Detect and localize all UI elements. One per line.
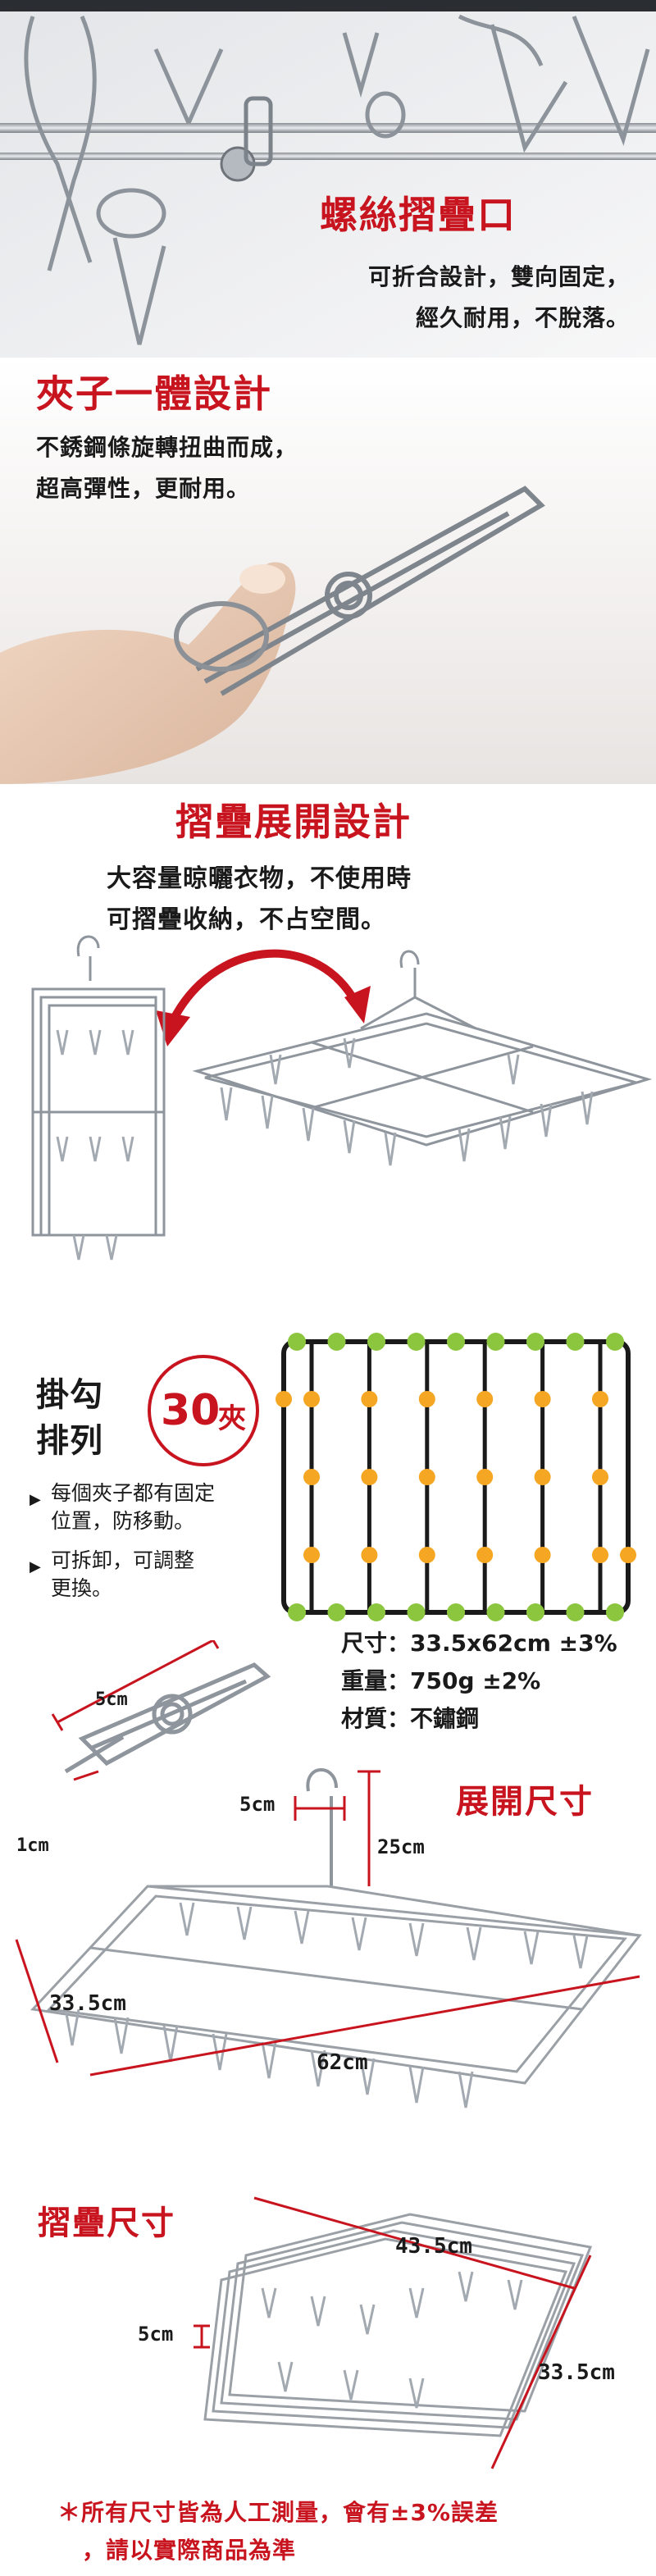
rack-frame <box>281 1339 631 1615</box>
hook-width-label: 5cm <box>239 1793 276 1816</box>
clip-count-number: 30 <box>161 1386 221 1435</box>
edge-clip-dot <box>606 1333 624 1351</box>
edge-clip-dot <box>447 1333 465 1351</box>
fold-desc-line1: 大容量晾曬衣物，不使用時 <box>107 864 412 893</box>
edge-clip-dot <box>526 1603 544 1621</box>
single-clip-diagram <box>51 1640 271 1781</box>
rail-clip-dot <box>592 1391 608 1407</box>
expanded-rack-diagram <box>15 1768 642 2109</box>
layout-section: 掛勾 排列 30 夾 ▶ 每個夾子都有固定 位置，防移動。 ▶ 可拆卸，可調整 … <box>0 1309 656 1752</box>
bullet1-line2: 位置，防移動。 <box>51 1509 195 1533</box>
edge-clip-dot <box>407 1603 426 1621</box>
clip-width-label: 1cm <box>16 1835 49 1856</box>
edge-clip-dot <box>367 1333 385 1351</box>
edge-clip-dot <box>486 1603 505 1621</box>
rail-clip-dot <box>303 1469 320 1485</box>
hook-label-line1: 掛勾 <box>36 1376 103 1414</box>
hook-layout-diagram <box>276 1333 636 1621</box>
rail-clip-dot <box>476 1391 494 1407</box>
bullet2-line1: 可拆卸，可調整 <box>51 1548 195 1572</box>
edge-clip-dot <box>566 1603 585 1621</box>
folded-title: 摺疊尺寸 <box>38 2204 175 2242</box>
rail-clip-dot <box>303 1391 320 1407</box>
expanded-title: 展開尺寸 <box>456 1783 594 1821</box>
spec-size: 尺寸：33.5x62cm ±3% <box>341 1630 617 1657</box>
edge-clip-dot <box>486 1333 505 1351</box>
folded-section: 摺疊尺寸 43.5cm 5cm 33.5cm <box>0 2165 656 2477</box>
edge-clip-dot <box>566 1333 585 1351</box>
edge-clip-dot <box>367 1603 385 1621</box>
edge-clip-dot <box>407 1333 426 1351</box>
folded-thickness-label: 5cm <box>138 2323 174 2346</box>
rail-clip-dot <box>476 1469 494 1485</box>
edge-clip-dot <box>288 1333 306 1351</box>
clip-count-unit: 夾 <box>218 1402 246 1435</box>
edge-clip-dot <box>327 1603 346 1621</box>
expanded-length-label: 62cm <box>317 2050 368 2075</box>
screw-section: 螺絲摺疊口 可折合設計，雙向固定， 經久耐用，不脫落。 <box>0 0 656 358</box>
clip-title: 夾子一體設計 <box>36 372 272 416</box>
rail-clip-dot <box>534 1547 551 1563</box>
spec-weight: 重量：750g ±2% <box>341 1667 541 1694</box>
rail-clip-dot <box>476 1547 494 1563</box>
folded-rack-diagram <box>194 2196 593 2469</box>
rail-clip-dot <box>418 1469 435 1485</box>
edge-clip-dot <box>526 1333 544 1351</box>
hook-label-line2: 排列 <box>36 1422 103 1460</box>
footer-line2: ，請以實際商品為準 <box>82 2537 297 2564</box>
screw-joint-photo <box>0 0 656 358</box>
fold-desc-line2: 可摺疊收納，不占空間。 <box>107 905 386 934</box>
bullet2-line2: 更換。 <box>51 1576 113 1600</box>
footer-line1: ＊所有尺寸皆為人工測量，會有±3%誤差 <box>57 2499 499 2526</box>
screw-desc-line2: 經久耐用，不脫落。 <box>415 304 630 331</box>
folded-side-label: 33.5cm <box>538 2360 615 2385</box>
screw-desc-line1: 可折合設計，雙向固定， <box>367 263 630 290</box>
clip-count-badge: 30 夾 <box>148 1355 259 1466</box>
folded-length-label: 43.5cm <box>395 2234 472 2259</box>
rail-clip-dot <box>418 1391 435 1407</box>
spec-material: 材質：不鏽鋼 <box>341 1705 480 1732</box>
rail-clip-dot <box>620 1547 636 1563</box>
bullet1-line1: 每個夾子都有固定 <box>51 1481 216 1505</box>
fold-title: 摺疊展開設計 <box>175 800 412 844</box>
fold-section: 摺疊展開設計 大容量晾曬衣物，不使用時 可摺疊收納，不占空間。 <box>0 784 656 1309</box>
clip-in-hand-photo <box>0 358 656 784</box>
rail-clip-dot <box>361 1547 378 1563</box>
rail-clip-dot <box>276 1391 292 1407</box>
edge-clip-dot <box>288 1603 306 1621</box>
edge-clip-dot <box>327 1333 346 1351</box>
rail-clip-dot <box>418 1547 435 1563</box>
edge-clip-dot <box>606 1603 624 1621</box>
rail-clip-dot <box>592 1547 608 1563</box>
rail-clip-dot <box>534 1469 551 1485</box>
footer-note: ＊所有尺寸皆為人工測量，會有±3%誤差 ，請以實際商品為準 <box>0 2477 656 2576</box>
bullet-marker: ▶ <box>30 1491 41 1508</box>
screw-title: 螺絲摺疊口 <box>320 193 517 237</box>
expanded-section: 5cm 1cm 5cm 25cm 展開尺寸 <box>0 1640 656 2165</box>
clip-length-label: 5cm <box>95 1689 128 1710</box>
clip-desc-line2: 超高彈性，更耐用。 <box>36 475 251 502</box>
rail-clip-dot <box>592 1469 608 1485</box>
rail-clip-dot <box>534 1391 551 1407</box>
hook-height-label: 25cm <box>377 1835 425 1858</box>
bullet-marker: ▶ <box>30 1558 41 1575</box>
edge-clip-dot <box>447 1603 465 1621</box>
rail-clip-dot <box>303 1547 320 1563</box>
clip-section: 夾子一體設計 不銹鋼條旋轉扭曲而成， 超高彈性，更耐用。 <box>0 358 656 784</box>
fold-unfold-illustration <box>31 935 653 1261</box>
rail-clip-dot <box>361 1391 378 1407</box>
clip-desc-line1: 不銹鋼條旋轉扭曲而成， <box>36 434 298 461</box>
rail-clip-dot <box>361 1469 378 1485</box>
expanded-side-label: 33.5cm <box>49 1991 126 2016</box>
